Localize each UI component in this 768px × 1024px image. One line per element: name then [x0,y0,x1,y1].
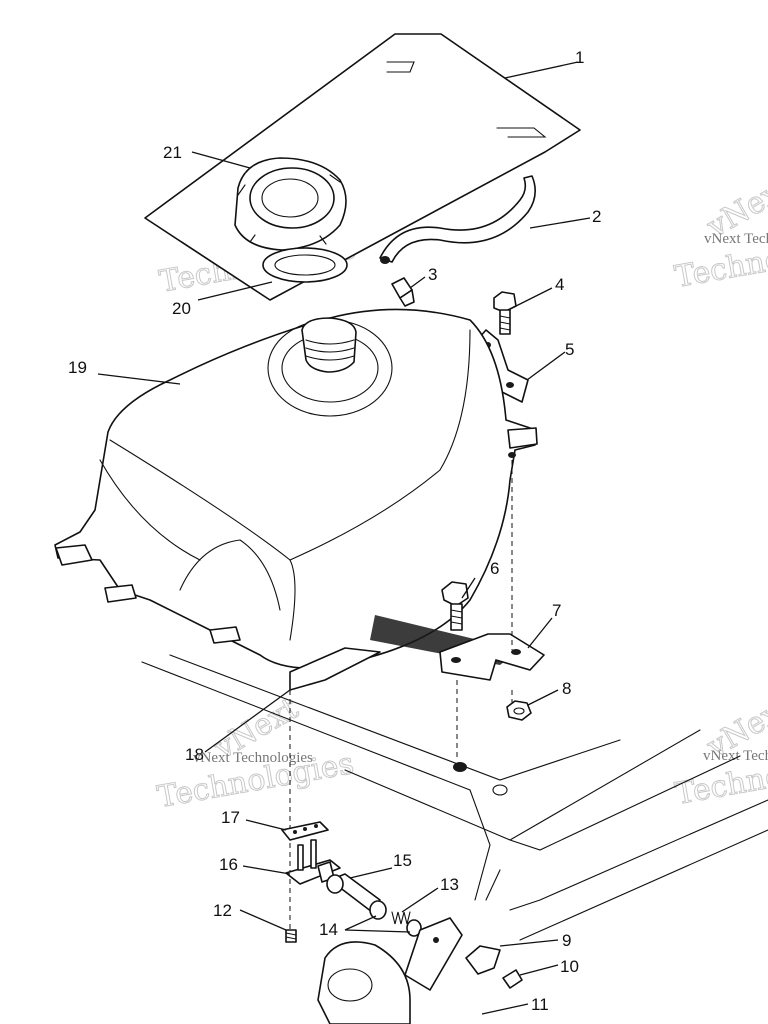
callout-14: 14 [319,920,338,939]
callout-3: 3 [428,265,437,284]
callout-17: 17 [221,808,240,827]
fuel-cap [234,157,347,251]
callout-15: 15 [393,851,412,870]
bolt-upper [493,291,517,335]
cap-gasket [262,247,348,283]
callout-5: 5 [565,340,574,359]
callout-12: 12 [213,901,232,920]
leader-lines [97,61,591,1015]
callout-13: 13 [440,875,459,894]
valve-plate [281,821,329,841]
shim-plate [289,647,381,691]
callout-7: 7 [552,601,561,620]
callout-21: 21 [163,143,182,162]
spring [391,911,411,925]
lower-bracket [439,633,545,681]
callout-1: 1 [575,48,584,67]
assembly-lines [289,460,513,930]
watermark-text-lower-right: vNext Technologies [703,748,768,764]
callout-19: 19 [68,358,87,377]
valve-stem [326,873,381,913]
screw-lower [285,929,297,943]
bolt-lower [441,581,469,631]
callouts: 1 2 3 4 5 6 7 8 9 10 11 12 13 14 15 16 1… [68,48,601,1014]
callout-18: 18 [185,745,204,764]
washers [369,900,422,937]
hex-nut [506,700,532,721]
fuel-tank [54,308,538,670]
callout-2: 2 [592,207,601,226]
callout-8: 8 [562,679,571,698]
callout-6: 6 [490,559,499,578]
vent-fitting [391,277,415,307]
callout-4: 4 [555,275,564,294]
callout-9: 9 [562,931,571,950]
watermark-text-lower: vNext Technologies [193,750,313,766]
heat-shield-plate [144,33,581,301]
callout-11: 11 [531,995,549,1014]
vent-hose [379,175,536,264]
watermark-text-right: vNext Technologies [704,231,768,247]
callout-20: 20 [172,299,191,318]
callout-10: 10 [560,957,579,976]
valve-knob [465,945,501,975]
callout-16: 16 [219,855,238,874]
hose [317,917,463,1024]
screw [502,969,523,989]
